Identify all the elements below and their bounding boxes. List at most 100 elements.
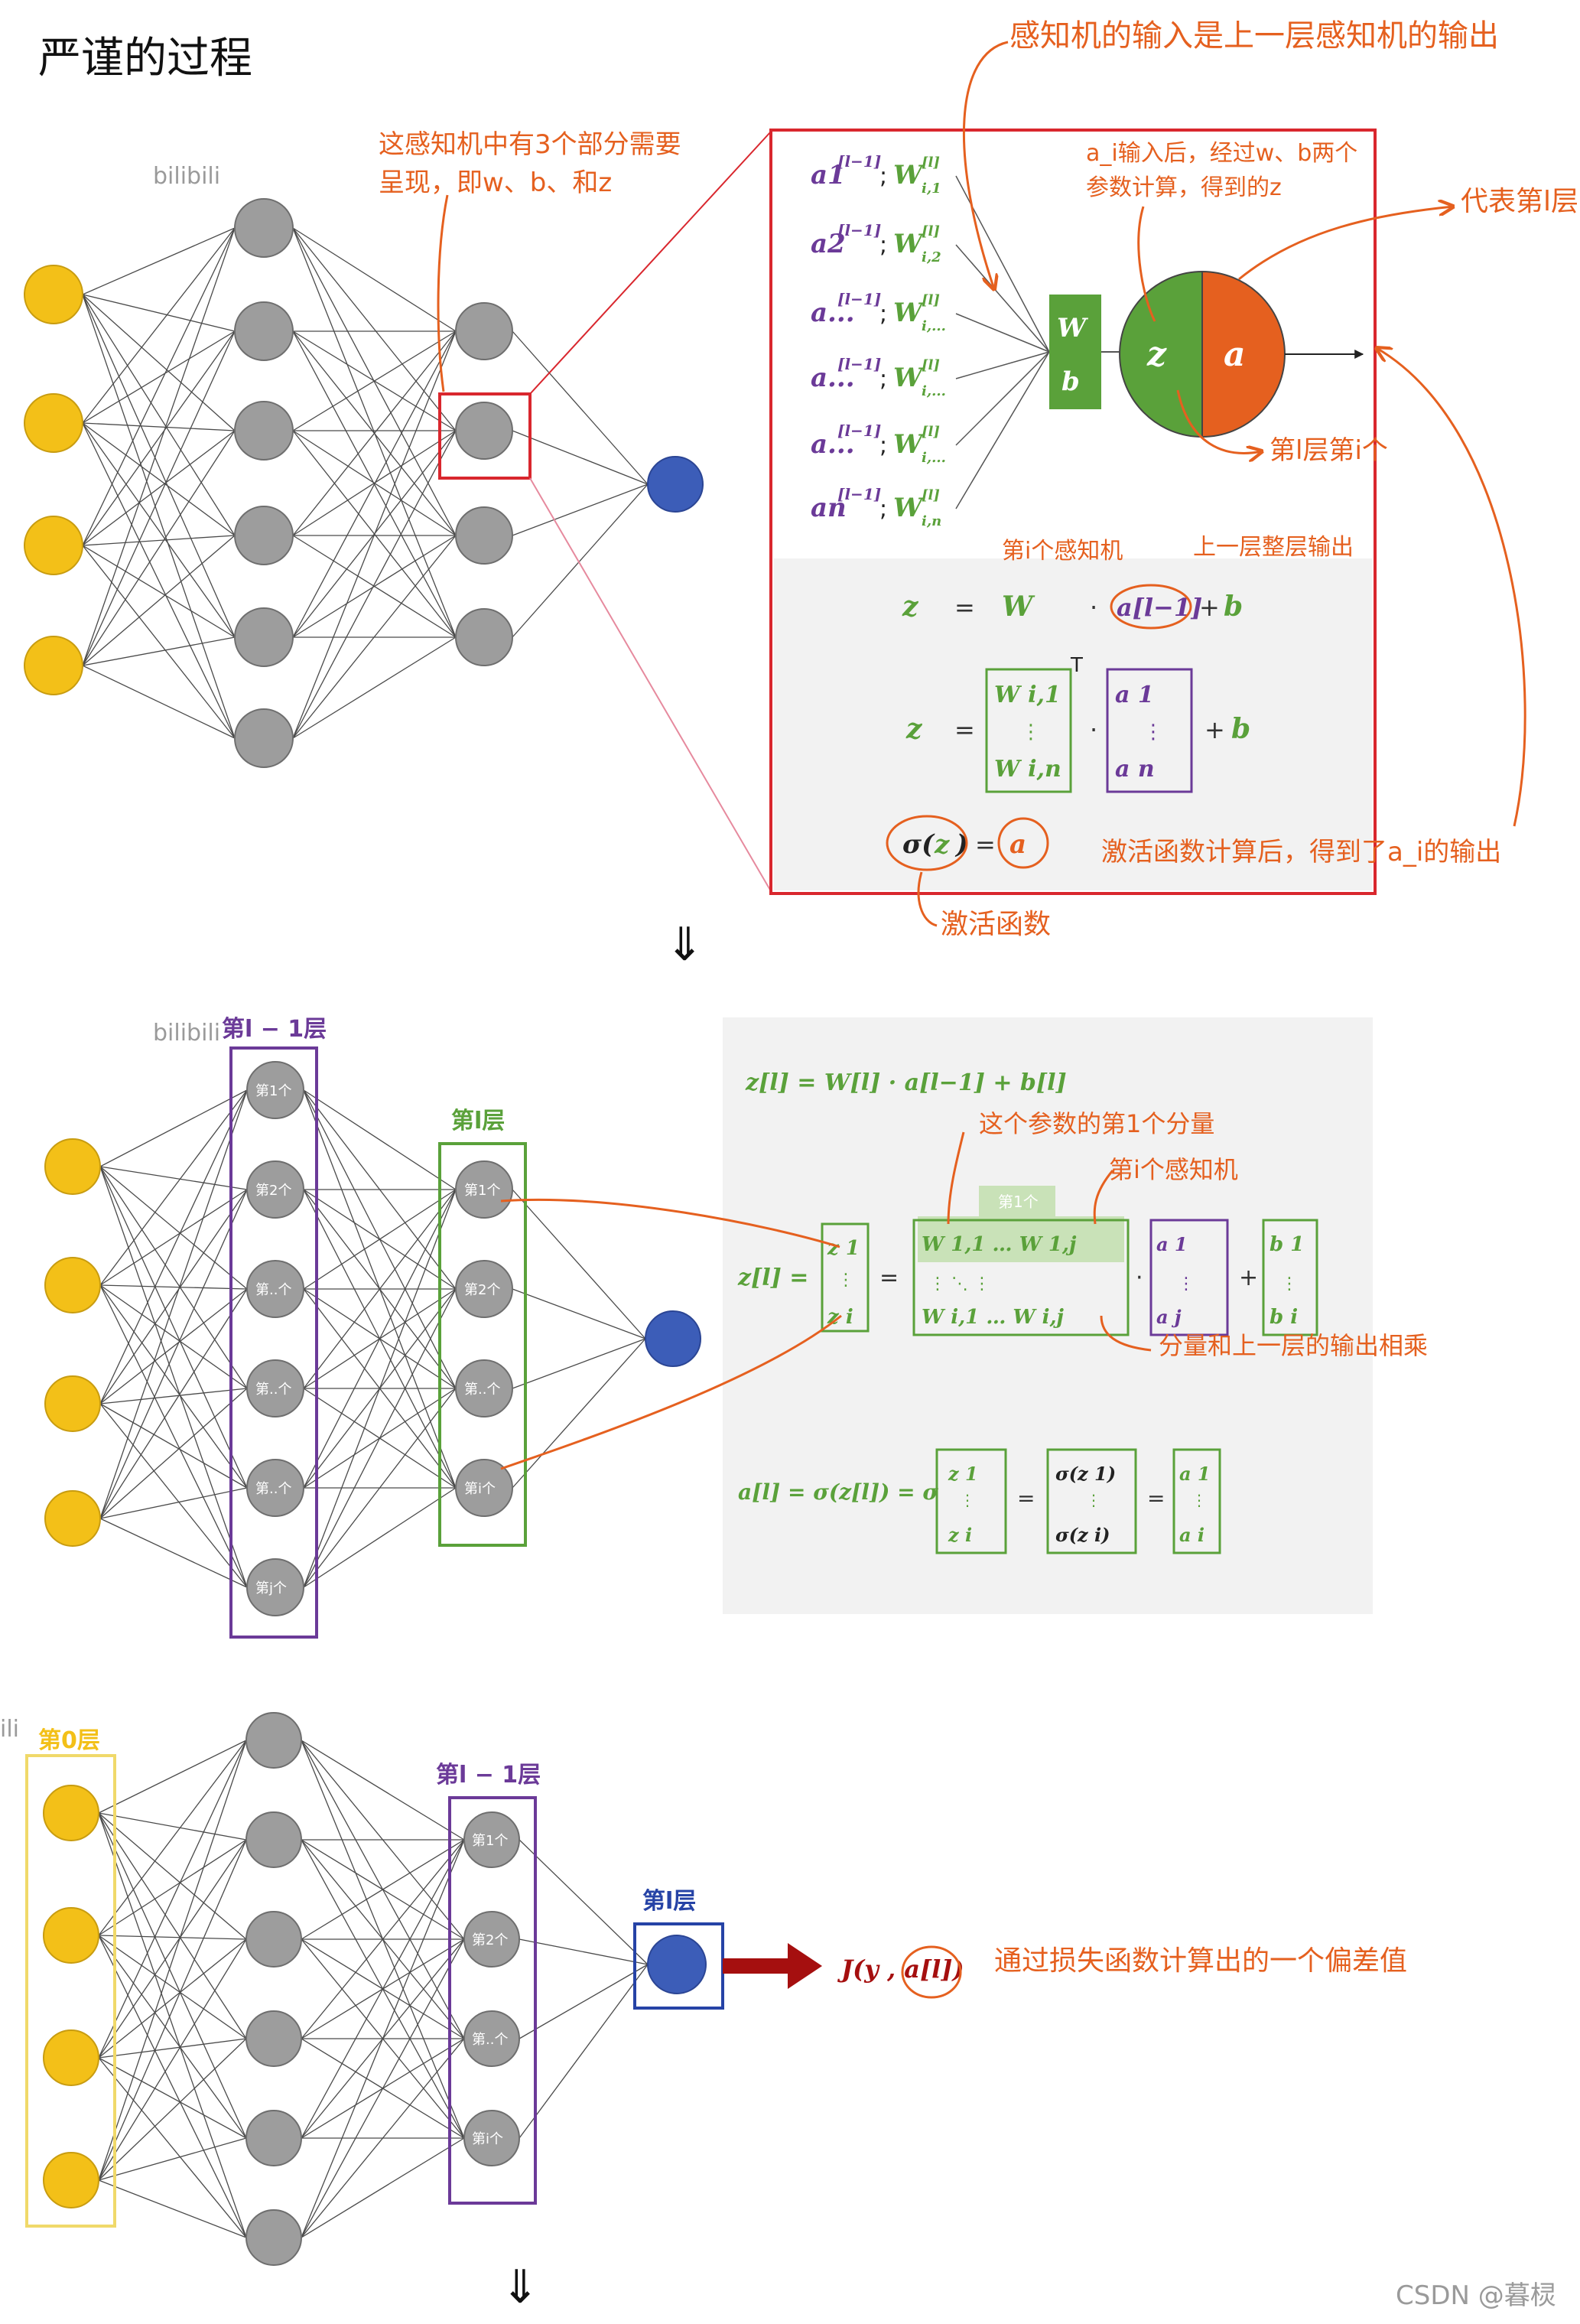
input-separator: ; — [879, 432, 887, 459]
input-w-label: W — [893, 493, 925, 523]
net2-connection — [303, 1089, 457, 1190]
net1-connection — [82, 422, 236, 536]
net3-connection — [98, 2038, 247, 2059]
net1-connection — [82, 227, 236, 424]
input-w-label: W — [893, 363, 925, 393]
net2-node-label: 第j个 — [255, 1580, 287, 1597]
net3-connection — [519, 1964, 649, 2139]
input-separator: ; — [879, 163, 887, 190]
net2-connection — [512, 1189, 646, 1339]
net2-connection — [512, 1288, 646, 1339]
net3-connection — [519, 1938, 649, 1965]
net3-node-label: 第i个 — [472, 2131, 503, 2147]
net1-connection — [292, 227, 457, 431]
panel-1: bilibili a1[l−1];Wi,1[l]a2[l−1];Wi,2[l]a… — [24, 18, 1578, 972]
input-a-sup: [l−1] — [837, 422, 881, 440]
ann-link-2 — [500, 1314, 842, 1470]
input-w-sub: i,1 — [922, 181, 941, 197]
down-arrow-2: ⇓ — [501, 2261, 539, 2314]
input-w-sup: [l] — [922, 292, 940, 308]
net1-connection — [82, 227, 236, 295]
svg-text:a 1: a 1 — [1115, 682, 1154, 708]
net1-node-1-1 — [234, 301, 294, 361]
net3-node-label: 第1个 — [472, 1833, 508, 1849]
svg-text:W i,n: W i,n — [994, 756, 1061, 783]
svg-text:a n: a n — [1115, 756, 1155, 783]
input-w-sub: i,2 — [922, 249, 941, 265]
net2-node-2-0 — [455, 1160, 513, 1219]
svg-text:⋮: ⋮ — [1281, 1274, 1298, 1294]
net3-connection — [98, 1812, 247, 2139]
net1-connection — [292, 330, 457, 739]
net3-node-1-0 — [245, 1712, 302, 1769]
net3-connection — [98, 1839, 247, 1936]
net3-connection — [98, 1935, 247, 2039]
layer0-box — [25, 1754, 116, 2228]
highlight-box — [438, 392, 532, 480]
net3-connection — [98, 1740, 247, 1936]
svg-text:b i: b i — [1270, 1306, 1298, 1329]
ann-right-arc — [1377, 348, 1526, 827]
net1-node-0-3 — [24, 636, 83, 695]
net1-node-0-0 — [24, 265, 83, 324]
net2-connection — [99, 1089, 248, 1167]
net3-node-1-2 — [245, 1911, 302, 1968]
net1-node-1-3 — [234, 506, 294, 565]
highlight-label: 第1个 — [998, 1193, 1039, 1211]
svg-text:z: z — [905, 713, 923, 745]
svg-text:b: b — [1231, 713, 1250, 745]
bili-watermark-3: ili — [0, 1716, 19, 1743]
net1-connection — [512, 430, 649, 485]
ann-link-4 — [1093, 1170, 1114, 1225]
svg-text:⋮: ⋮ — [1178, 1274, 1195, 1294]
net1-connection — [82, 294, 236, 536]
net3-connection — [98, 1938, 247, 2059]
net3-connection — [98, 1812, 247, 2039]
ann-top: 感知机的输入是上一层感知机的输出 — [1009, 18, 1499, 54]
formula-area — [774, 558, 1372, 890]
cur-layer-label: 第l层 — [451, 1108, 505, 1134]
net2-connection — [99, 1403, 248, 1489]
input-separator: ; — [879, 366, 887, 392]
ann-act: 激活函数 — [941, 909, 1051, 940]
ann-input-1: a_i输入后，经过w、b两个 — [1086, 140, 1357, 167]
net1-connection — [512, 483, 649, 638]
net1-connection — [82, 422, 236, 431]
net3-connection — [301, 1839, 465, 2039]
net3-connection — [301, 1839, 465, 1940]
cur-layer-label-3: 第l层 — [642, 1888, 696, 1915]
input-connection — [955, 351, 1050, 509]
net3-connection — [98, 1839, 247, 2181]
net3-connection — [98, 1839, 247, 2059]
net2-connection — [99, 1166, 248, 1489]
net1-connection — [292, 330, 457, 638]
net1-node-1-2 — [234, 401, 294, 461]
net2-node-0-0 — [44, 1138, 101, 1195]
net1-connection — [292, 227, 457, 332]
bili-watermark-1: bilibili — [153, 163, 220, 190]
ann-perceptron: 第i个感知机 — [1002, 538, 1123, 565]
prev-layer-label-3: 第l − 1层 — [436, 1762, 541, 1789]
svg-text:·: · — [1136, 1265, 1143, 1291]
input-a-sup: [l−1] — [837, 290, 881, 308]
net2-connection — [99, 1288, 248, 1404]
net1-node-1-4 — [234, 607, 294, 667]
zoom-line-top — [529, 131, 772, 395]
net2-connection — [99, 1284, 248, 1389]
svg-text:b: b — [1224, 591, 1243, 623]
net2-connection — [303, 1189, 457, 1290]
net1-node-2-2 — [455, 506, 513, 565]
svg-text:z: z — [902, 591, 919, 623]
net3-connection — [301, 2038, 465, 2238]
input-connection — [955, 313, 1050, 353]
input-w-sup: [l] — [922, 424, 940, 440]
net2-node-label: 第i个 — [464, 1481, 496, 1497]
eq-top: z[l] = W[l] · a[l−1] + b[l] — [745, 1069, 1067, 1096]
net1-connection — [82, 294, 236, 739]
net3-node-label: 第2个 — [472, 1932, 508, 1948]
net2-node-1-0 — [246, 1061, 304, 1119]
ann-link-1 — [500, 1198, 840, 1248]
net2-node-2-3 — [455, 1459, 513, 1517]
